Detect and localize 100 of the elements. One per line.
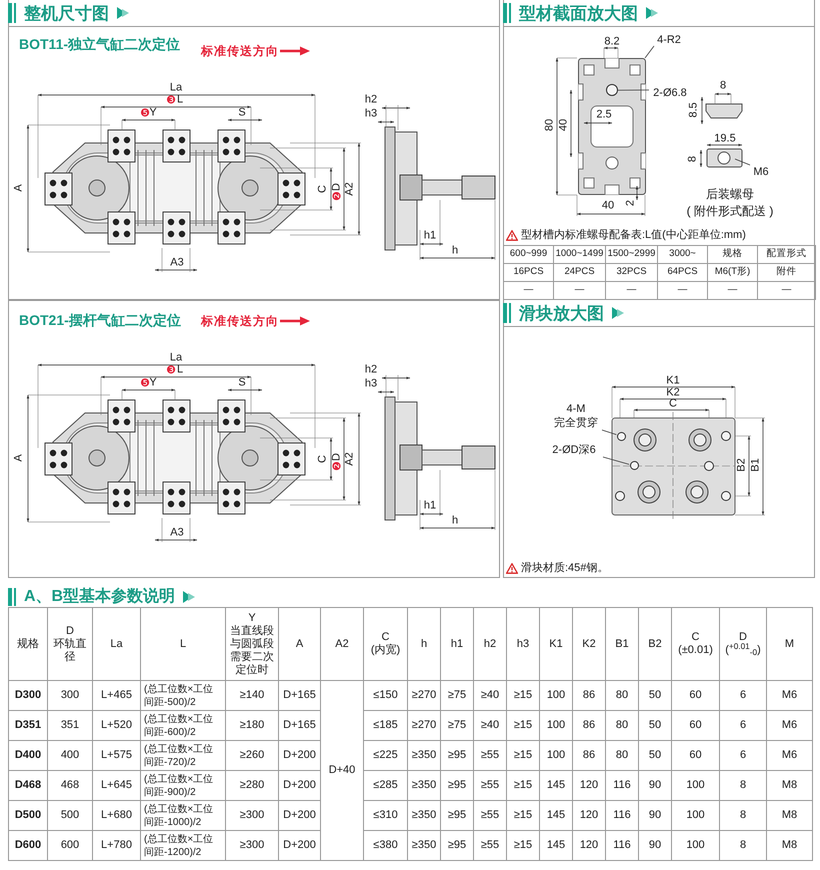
table-cell: 60: [672, 740, 720, 770]
table-cell: 500: [48, 800, 92, 830]
leader-line: [644, 46, 654, 58]
dimension-label: h3: [364, 378, 378, 390]
table-cell: L+575: [92, 740, 140, 770]
table-header: h2: [474, 608, 506, 680]
table-header: L: [140, 608, 226, 680]
table-cell: ≥40: [474, 680, 506, 710]
table-cell: (总工位数×工位间距-1000)/2: [140, 800, 226, 830]
table-cell: ≥75: [440, 680, 474, 710]
table-cell: 468: [48, 770, 92, 800]
dimension-label: K1: [666, 376, 680, 386]
table-cell: 351: [48, 710, 92, 740]
table-cell: 80: [606, 740, 638, 770]
table-cell: ≥300: [226, 800, 278, 830]
callout-text: 2-ØD深6: [544, 443, 604, 457]
caption-text: ( 附件形式配送 ): [686, 205, 774, 217]
table-cell: —: [504, 282, 554, 300]
callout-text: 4-M 完全贯穿: [549, 402, 603, 430]
dimension-label: 2.5: [596, 110, 612, 120]
section-heading: 滑块放大图: [519, 304, 604, 322]
table-cell: 100: [540, 710, 572, 740]
table-cell: M6: [766, 680, 812, 710]
table-cell: —: [554, 282, 606, 300]
table-cell: ≥140: [226, 680, 278, 710]
dimension-label: 8: [688, 156, 698, 162]
table-cell: 50: [638, 740, 672, 770]
table-cell: 24PCS: [554, 264, 606, 282]
table-cell: ≥270: [408, 710, 440, 740]
table-cell: 116: [606, 830, 638, 860]
dimension-label: D: [332, 453, 342, 461]
table-header: A2: [320, 608, 364, 680]
table-cell: 116: [606, 800, 638, 830]
table-cell: L+645: [92, 770, 140, 800]
callout-number: ❺: [140, 378, 150, 388]
table-cell: 3000~: [658, 246, 708, 264]
table-cell: 8: [720, 800, 766, 830]
table-cell: —: [708, 282, 758, 300]
table-cell: 8: [720, 830, 766, 860]
table-cell: M8: [766, 800, 812, 830]
table-cell: M6: [766, 710, 812, 740]
table-cell: 600: [48, 830, 92, 860]
table-cell: (总工位数×工位间距-1200)/2: [140, 830, 226, 860]
dimension-label: h2: [364, 94, 378, 106]
table-header: h1: [440, 608, 474, 680]
dimension-label: A: [14, 184, 24, 192]
table-cell: L+780: [92, 830, 140, 860]
table-cell: 400: [48, 740, 92, 770]
table-cell: 600~999: [504, 246, 554, 264]
table-cell: 配置形式: [758, 246, 816, 264]
dimension-label: 8.5: [688, 102, 700, 118]
table-cell: —: [658, 282, 708, 300]
callout-text: M6: [751, 165, 771, 178]
dimension-label: S: [238, 108, 246, 118]
table-cell: ≥270: [408, 680, 440, 710]
panel-subtitle: BOT11-独立气缸二次定位: [19, 37, 180, 51]
table-cell: 90: [638, 770, 672, 800]
dimension-label: C: [669, 398, 677, 410]
table-cell: D600: [8, 830, 48, 860]
dimension-label: 19.5: [714, 134, 736, 144]
table-cell: M6: [766, 740, 812, 770]
dimension-label: h2: [364, 364, 378, 376]
dimension-label: A3: [170, 528, 184, 538]
table-cell: ≥15: [506, 830, 540, 860]
table-cell: ≥95: [440, 740, 474, 770]
table-cell: 50: [638, 680, 672, 710]
dimension-label: Y: [149, 378, 157, 388]
table-cell: ≤310: [364, 800, 408, 830]
section-heading: 型材截面放大图: [519, 4, 638, 22]
table-cell: 80: [606, 680, 638, 710]
table-cell: 64PCS: [658, 264, 708, 282]
callout-number: ❺: [140, 108, 150, 118]
table-cell: 16PCS: [504, 264, 554, 282]
dimension-label: h3: [364, 108, 378, 120]
table-cell: D468: [8, 770, 48, 800]
dimension-label: 40: [558, 118, 570, 132]
table-cell: 100: [672, 770, 720, 800]
section-heading: 整机尺寸图: [24, 4, 109, 22]
callout-number: ❸: [166, 94, 176, 106]
callout-number: ❷: [332, 191, 342, 201]
table-cell: 60: [672, 680, 720, 710]
table-header: K2: [572, 608, 606, 680]
table-cell: 90: [638, 800, 672, 830]
callout-number: ❷: [332, 461, 342, 471]
table-cell: ≥15: [506, 770, 540, 800]
table-cell: 50: [638, 710, 672, 740]
table-cell: ≥15: [506, 740, 540, 770]
table-header: D ($^{+0.01}$$_{-0}$): [720, 608, 766, 680]
table-cell: M6(T形): [708, 264, 758, 282]
dimension-label: h1: [424, 500, 436, 512]
table-cell: D+165: [278, 680, 320, 710]
table-header: C (±0.01): [672, 608, 720, 680]
section-heading: A、B型基本参数说明: [24, 589, 176, 605]
direction-label: 标准传送方向: [201, 45, 279, 57]
table-cell: (总工位数×工位间距-720)/2: [140, 740, 226, 770]
table-cell: ≥260: [226, 740, 278, 770]
dimension-label: 8.2: [604, 36, 620, 48]
dimension-label: A3: [170, 258, 184, 268]
table-cell: 90: [638, 830, 672, 860]
table-cell: —: [606, 282, 658, 300]
